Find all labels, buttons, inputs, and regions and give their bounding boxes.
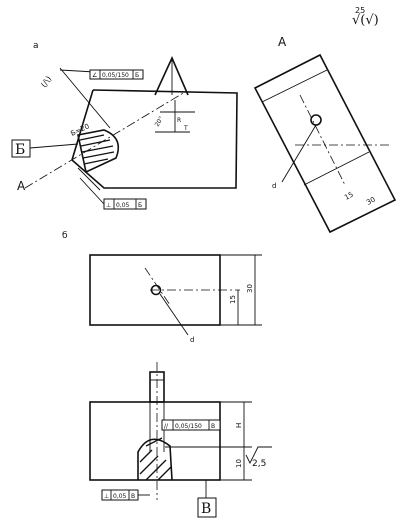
dim-r: R	[177, 117, 181, 124]
angle-mark: (/\)	[39, 74, 53, 89]
svg-text:В: В	[211, 423, 215, 430]
view-c-dim-h: H	[235, 423, 243, 428]
svg-text:В: В	[201, 501, 211, 517]
roughness-general-symbol: √(√)	[352, 13, 379, 28]
view-arrow-label: А	[17, 179, 26, 193]
svg-text:0,05: 0,05	[113, 493, 127, 500]
section-a-inner-line-2	[303, 151, 370, 186]
extension-line-3	[59, 69, 96, 73]
part-a-left-edge	[71, 89, 94, 161]
svg-text:2,5: 2,5	[252, 459, 266, 469]
section-a-dim-30: 30	[365, 196, 377, 207]
section-a-title: А	[278, 35, 287, 49]
svg-text:0,05: 0,05	[116, 202, 130, 209]
svg-text:В: В	[131, 493, 135, 500]
section-a-hole	[310, 114, 322, 126]
svg-text:0,05/150: 0,05/150	[102, 72, 129, 79]
dim-angle: 20°	[154, 115, 165, 128]
svg-text:Б: Б	[135, 72, 139, 79]
view-b-leader	[159, 293, 189, 336]
datum-b-box: Б	[11, 139, 79, 158]
svg-text:∠: ∠	[92, 72, 97, 79]
hole-axis	[24, 91, 186, 189]
view-c: // 0,05/150 В H 10 2,5 ⊥ 0,05 В	[89, 362, 272, 518]
svg-text://: //	[164, 423, 169, 430]
extension-line-1	[59, 67, 111, 129]
view-b-leader-d: d	[190, 336, 194, 344]
support-triangle	[154, 56, 189, 96]
section-a-inner-line-1	[261, 69, 328, 103]
roughness-general-value: 25	[355, 6, 365, 15]
view-c-dim-10: 10	[235, 459, 243, 468]
view-b-label: б	[62, 231, 68, 241]
inclined-hole	[77, 129, 120, 174]
svg-text:0,05/150: 0,05/150	[175, 423, 202, 430]
view-b-hole	[150, 284, 162, 296]
svg-text:Б: Б	[15, 142, 25, 158]
dim-t: T	[183, 125, 188, 132]
view-a-label: а	[33, 41, 39, 51]
view-b-axis-incl	[144, 267, 171, 306]
tolerance-frame-top-c: // 0,05/150 В	[161, 419, 221, 431]
part-a-outline	[71, 89, 238, 189]
section-a-leader	[281, 124, 317, 183]
view-b: б d 15 30	[62, 231, 262, 344]
section-a: А d 15 30	[253, 35, 397, 234]
svg-text:⊥: ⊥	[106, 202, 111, 209]
tolerance-frame-bottom-c: ⊥ 0,05 В	[101, 489, 150, 501]
section-a-outline	[253, 53, 397, 234]
view-c-outline	[89, 401, 221, 481]
view-c-hole	[137, 438, 173, 481]
view-a: а (/\) Б=20 ∠ 0,05/150	[11, 41, 238, 210]
roughness-symbol-c: 2,5	[245, 446, 272, 469]
section-a-dim-15: 15	[343, 191, 355, 202]
hole-hatching	[79, 134, 115, 165]
view-b-dim-30: 30	[246, 284, 254, 293]
svg-text:⊥: ⊥	[104, 493, 109, 500]
tolerance-frame-bottom-a: ⊥ 0,05 Б	[79, 177, 147, 210]
tolerance-frame-top-a: ∠ 0,05/150 Б	[89, 69, 144, 80]
section-a-leader-d: d	[272, 182, 276, 190]
general-roughness-mark: 25 √(√)	[352, 6, 379, 28]
extension-line-2	[77, 167, 101, 191]
svg-text:Б: Б	[138, 202, 142, 209]
datum-v-box: В	[197, 480, 217, 518]
view-b-dim-15: 15	[229, 295, 237, 304]
